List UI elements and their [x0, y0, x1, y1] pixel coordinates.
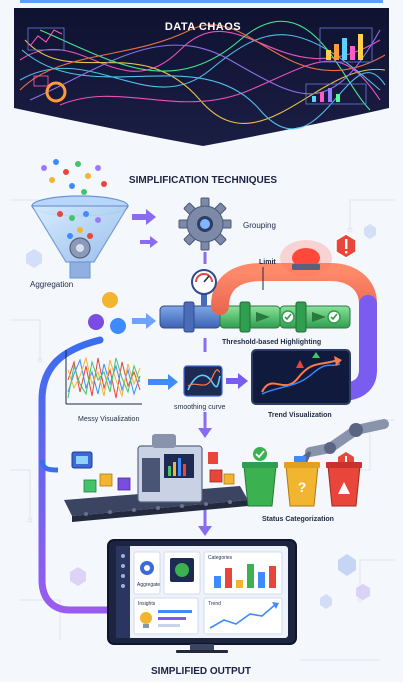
- question-mark-icon: ?: [298, 479, 307, 495]
- data-chaos-panel: [14, 8, 389, 146]
- dashboard-insights-label: Insights: [138, 601, 156, 607]
- dashboard-status-label: Status: [176, 553, 191, 559]
- flow-arrows-1: [132, 209, 158, 248]
- robot-arm: [294, 419, 389, 467]
- dashboard-categories-label: Categories: [208, 555, 233, 561]
- flow-arrow-8-head: [198, 526, 212, 536]
- gear-icon: [178, 197, 232, 251]
- warning-alert-icon: [335, 233, 357, 259]
- gauge-icon: [191, 269, 217, 306]
- aggregation-label: Aggregation: [30, 280, 73, 289]
- aggregated-balls: [88, 292, 126, 334]
- trend-visualization-monitor: [251, 349, 351, 405]
- flow-arrow-3: [132, 313, 156, 329]
- flow-arrow-5: [226, 373, 248, 389]
- messy-visualization-chart: [65, 350, 142, 405]
- section-title: SIMPLIFICATION TECHNIQUES: [129, 175, 277, 186]
- footer-title: SIMPLIFIED OUTPUT: [151, 666, 251, 677]
- dashboard-monitor: [107, 539, 297, 653]
- dashboard-aggregate-label: Aggregate: [137, 582, 161, 588]
- data-dots: [41, 159, 107, 195]
- chaos-lines: [19, 20, 386, 130]
- flow-arrow-4: [148, 374, 178, 390]
- decor-hexagons: [26, 224, 376, 609]
- trend-label: Trend Visualization: [268, 412, 332, 419]
- status-bins: ?: [242, 447, 362, 507]
- smoothing-label: smoothing curve: [174, 404, 225, 411]
- funnel: [30, 195, 130, 279]
- dashboard-trend-label: Trend: [208, 601, 221, 607]
- smoothing-curve-box: [183, 365, 223, 397]
- alarm-siren-icon: [280, 240, 332, 276]
- status-label: Status Categorization: [262, 516, 334, 523]
- grouping-label: Grouping: [243, 221, 276, 230]
- threshold-label: Threshold-based Highlighting: [222, 339, 321, 346]
- data-chaos-title: DATA CHAOS: [165, 21, 241, 33]
- limit-label: Limit: [259, 259, 276, 266]
- chaos-chart-icons: [27, 27, 373, 105]
- return-pipe: [38, 336, 112, 614]
- messy-label: Messy Visualization: [78, 416, 139, 423]
- return-pipe-branch: [39, 459, 59, 473]
- dashboard-gear-icon: [140, 561, 154, 575]
- top-bar: [20, 0, 383, 3]
- conveyor-machine: [64, 434, 248, 522]
- flow-arrow-7-head: [198, 428, 212, 438]
